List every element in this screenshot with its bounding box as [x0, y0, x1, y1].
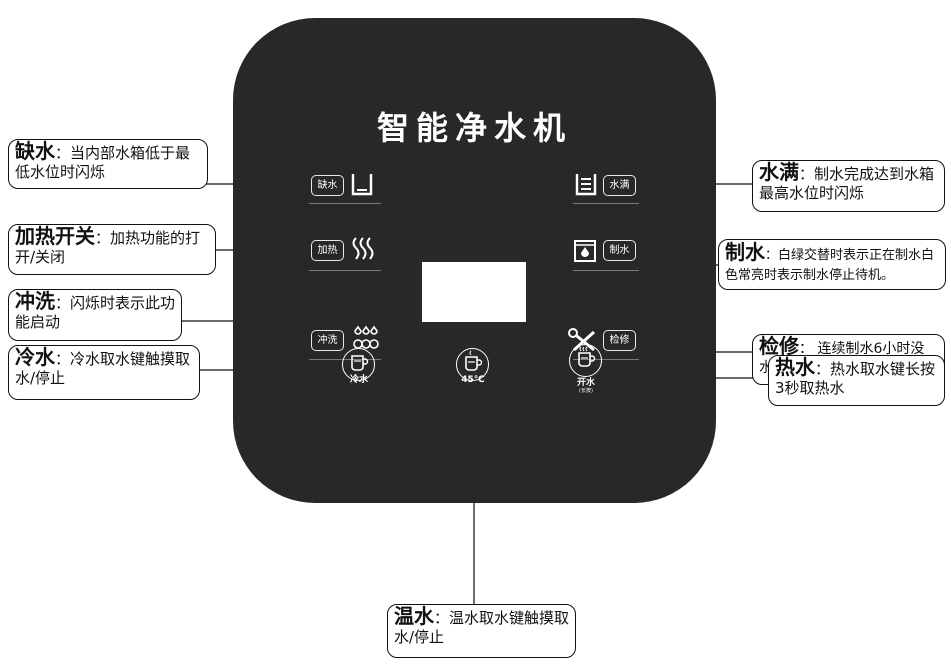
callout-heating-head: 加热开关 — [15, 224, 95, 248]
callout-hot-text: ：热水取水键长按3秒取热水 — [775, 360, 936, 397]
callout-cold-water: 冷水：冷水取水键触摸取水/停止 — [8, 345, 200, 400]
callout-repair-head: 检修 — [759, 334, 799, 358]
chip-flush: 冲洗 — [311, 330, 344, 351]
callout-lack-water: 缺水：当内部水箱低于最低水位时闪烁 — [8, 139, 208, 189]
panel-title: 智能净水机 — [376, 109, 572, 147]
callout-hot-water: 热水：热水取水键长按3秒取热水 — [768, 355, 945, 406]
chip-water-full: 水满 — [603, 175, 636, 196]
tank-full-icon — [575, 174, 597, 196]
digital-display — [422, 262, 526, 322]
callout-warm-head: 温水 — [394, 604, 434, 628]
cold-water-label: 冷水 — [349, 375, 368, 385]
cold-water-button[interactable] — [342, 348, 375, 381]
callout-water-full: 水满：制水完成达到水箱最高水位时闪烁 — [752, 160, 945, 212]
warm-water-button[interactable] — [456, 348, 489, 381]
row-divider — [309, 270, 381, 271]
callout-flush: 冲洗：闪烁时表示此功能启动 — [8, 289, 182, 341]
cup-icon — [578, 346, 596, 367]
warm-water-label: 45℃ — [461, 375, 485, 385]
hot-water-label: 开水 — [576, 378, 595, 388]
callout-make-water: 制水：白绿交替时表示正在制水白色常亮时表示制水停止待机。 — [718, 239, 946, 290]
hot-water-sublabel: (长按) — [579, 388, 593, 394]
callout-heating-text: ：加热功能的打开/关闭 — [15, 229, 201, 266]
callout-full-head: 水满 — [759, 160, 799, 184]
cup-icon — [351, 355, 369, 371]
callout-hot-head: 热水 — [775, 355, 815, 379]
row-divider — [573, 203, 639, 204]
water-drop-icon — [574, 240, 596, 262]
callout-heating-switch: 加热开关：加热功能的打开/关闭 — [8, 224, 216, 275]
callout-cold-text: ：冷水取水键触摸取水/停止 — [15, 350, 191, 387]
hot-water-button[interactable] — [569, 344, 602, 377]
row-divider — [309, 203, 381, 204]
callout-full-text: ：制水完成达到水箱最高水位时闪烁 — [759, 165, 935, 202]
heat-waves-icon — [352, 237, 374, 260]
callout-warm-text: ：温水取水键触摸取水/停止 — [394, 609, 570, 646]
callout-warm-water: 温水：温水取水键触摸取水/停止 — [387, 604, 576, 658]
flush-drops-icon — [353, 325, 379, 349]
row-divider — [573, 359, 639, 360]
tank-low-icon — [351, 174, 373, 196]
cup-icon — [465, 350, 483, 371]
chip-repair: 检修 — [603, 330, 636, 351]
chip-heating: 加热 — [311, 240, 344, 261]
callout-make-text: ：白绿交替时表示正在制水白色常亮时表示制水停止待机。 — [725, 248, 935, 283]
chip-make-water: 制水 — [603, 240, 636, 261]
callout-lack-water-text: ：当内部水箱低于最低水位时闪烁 — [15, 144, 191, 181]
callout-cold-head: 冷水 — [15, 345, 55, 369]
callout-make-head: 制水 — [725, 240, 765, 264]
control-panel — [233, 18, 716, 503]
chip-lack-water: 缺水 — [311, 175, 344, 196]
callout-flush-text: ：闪烁时表示此功能启动 — [15, 294, 176, 331]
callout-lack-water-head: 缺水 — [15, 139, 55, 163]
row-divider — [573, 270, 639, 271]
callout-flush-head: 冲洗 — [15, 289, 55, 313]
